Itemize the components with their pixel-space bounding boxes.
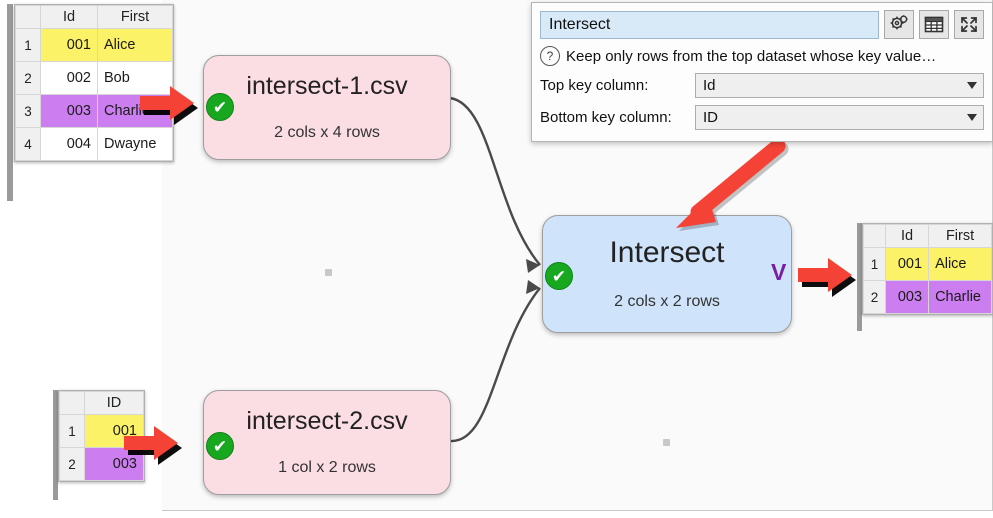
connection-edges — [449, 96, 541, 443]
table-scrollbar-left[interactable] — [53, 390, 58, 500]
col-header-id[interactable]: Id — [884, 224, 930, 248]
table-glyph — [924, 16, 944, 33]
table-scrollbar-left[interactable] — [857, 223, 862, 331]
chevron-down-icon — [967, 114, 977, 121]
node-title: intersect-1.csv — [246, 72, 408, 100]
field-label: Top key column: — [540, 77, 649, 94]
cell-id[interactable]: 003 — [884, 280, 930, 314]
row-number: 4 — [15, 127, 41, 161]
select-value: ID — [703, 109, 718, 126]
description-text: Keep only rows from the top dataset whos… — [566, 47, 937, 65]
row-number: 1 — [59, 414, 85, 448]
cell-first[interactable]: Dwayne — [97, 127, 173, 161]
row-number: 2 — [59, 447, 85, 481]
gears-glyph — [890, 15, 908, 30]
item-settings-panel[interactable]: Intersect — [531, 2, 993, 142]
annotation-arrow-bottom-left — [124, 426, 182, 465]
expand-icon[interactable] — [954, 10, 984, 39]
table-bottom-left[interactable]: ID 1 001 2 003 — [58, 390, 145, 482]
table-top-left[interactable]: Id First 1 001 Alice 2 002 Bob 3 003 Cha… — [14, 4, 174, 162]
description-row: ? Keep only rows from the top dataset wh… — [540, 46, 984, 66]
field-top-key-column: Top key column: Id — [540, 73, 984, 98]
status-ok-icon: ✔ — [206, 93, 234, 121]
cell-id[interactable]: 001 — [884, 247, 930, 281]
cell-first[interactable]: Alice — [97, 28, 173, 62]
col-header-first[interactable]: First — [928, 224, 992, 248]
table-row[interactable]: 2 002 Bob — [15, 61, 173, 95]
table-right[interactable]: Id First 1 001 Alice 2 003 Charlie — [862, 223, 993, 315]
table-row[interactable]: 2 003 Charlie — [863, 280, 992, 314]
cell-first[interactable]: Bob — [97, 61, 173, 95]
panel-title-bar: Intersect — [540, 10, 984, 39]
row-number: 2 — [863, 280, 886, 314]
node-title: intersect-2.csv — [246, 407, 408, 435]
row-number: 1 — [863, 247, 886, 281]
row-number: 2 — [15, 61, 41, 95]
node-subtitle: 1 col x 2 rows — [278, 459, 376, 476]
table-row[interactable]: 1 001 Alice — [863, 247, 992, 281]
col-header-rownum — [863, 224, 886, 248]
col-header-rownum — [59, 391, 85, 415]
expand-glyph — [961, 17, 977, 32]
annotation-arrow-top-left — [140, 86, 198, 125]
node-intersect-2[interactable]: intersect-2.csv 1 col x 2 rows — [203, 390, 451, 495]
field-label: Bottom key column: — [540, 109, 672, 126]
annotation-arrow-to-intersect — [676, 138, 789, 231]
table-scrollbar-left[interactable] — [7, 4, 13, 201]
table-row[interactable]: 4 004 Dwayne — [15, 127, 173, 161]
cell-id[interactable]: 003 — [40, 94, 98, 128]
table-header-row: Id First — [863, 224, 992, 248]
col-header-rownum — [15, 5, 41, 29]
row-number: 3 — [15, 94, 41, 128]
item-name-input[interactable]: Intersect — [540, 10, 879, 39]
field-bottom-key-column: Bottom key column: ID — [540, 105, 984, 130]
col-header-id[interactable]: ID — [84, 391, 144, 415]
grid-dot — [663, 439, 670, 446]
table-header-row: ID — [59, 391, 144, 415]
cell-id[interactable]: 004 — [40, 127, 98, 161]
select-value: Id — [703, 77, 716, 94]
node-subtitle: 2 cols x 2 rows — [614, 293, 720, 310]
top-key-column-select[interactable]: Id — [695, 73, 984, 98]
row-number: 1 — [15, 28, 41, 62]
node-intersect-1[interactable]: intersect-1.csv 2 cols x 4 rows — [203, 55, 451, 160]
col-header-id[interactable]: Id — [40, 5, 98, 29]
cell-first[interactable]: Alice — [928, 247, 992, 281]
cell-id[interactable]: 001 — [40, 28, 98, 62]
chevron-down-icon — [967, 82, 977, 89]
help-icon[interactable]: ? — [540, 46, 560, 66]
bottom-key-column-select[interactable]: ID — [695, 105, 984, 130]
grid-dot — [325, 269, 332, 276]
node-subtitle: 2 cols x 4 rows — [274, 124, 380, 141]
node-variable-marker: V — [771, 259, 787, 285]
table-header-row: Id First — [15, 5, 173, 29]
node-intersect[interactable]: Intersect 2 cols x 2 rows — [542, 215, 792, 333]
col-header-first[interactable]: First — [97, 5, 173, 29]
table-row[interactable]: 1 001 Alice — [15, 28, 173, 62]
status-ok-icon: ✔ — [206, 432, 234, 460]
status-ok-icon: ✔ — [545, 262, 573, 290]
table-view-icon[interactable] — [919, 10, 949, 39]
settings-gears-icon[interactable] — [884, 10, 914, 39]
cell-id[interactable]: 002 — [40, 61, 98, 95]
annotation-arrow-right — [798, 258, 856, 297]
node-title: Intersect — [609, 236, 725, 269]
cell-first[interactable]: Charlie — [928, 280, 992, 314]
